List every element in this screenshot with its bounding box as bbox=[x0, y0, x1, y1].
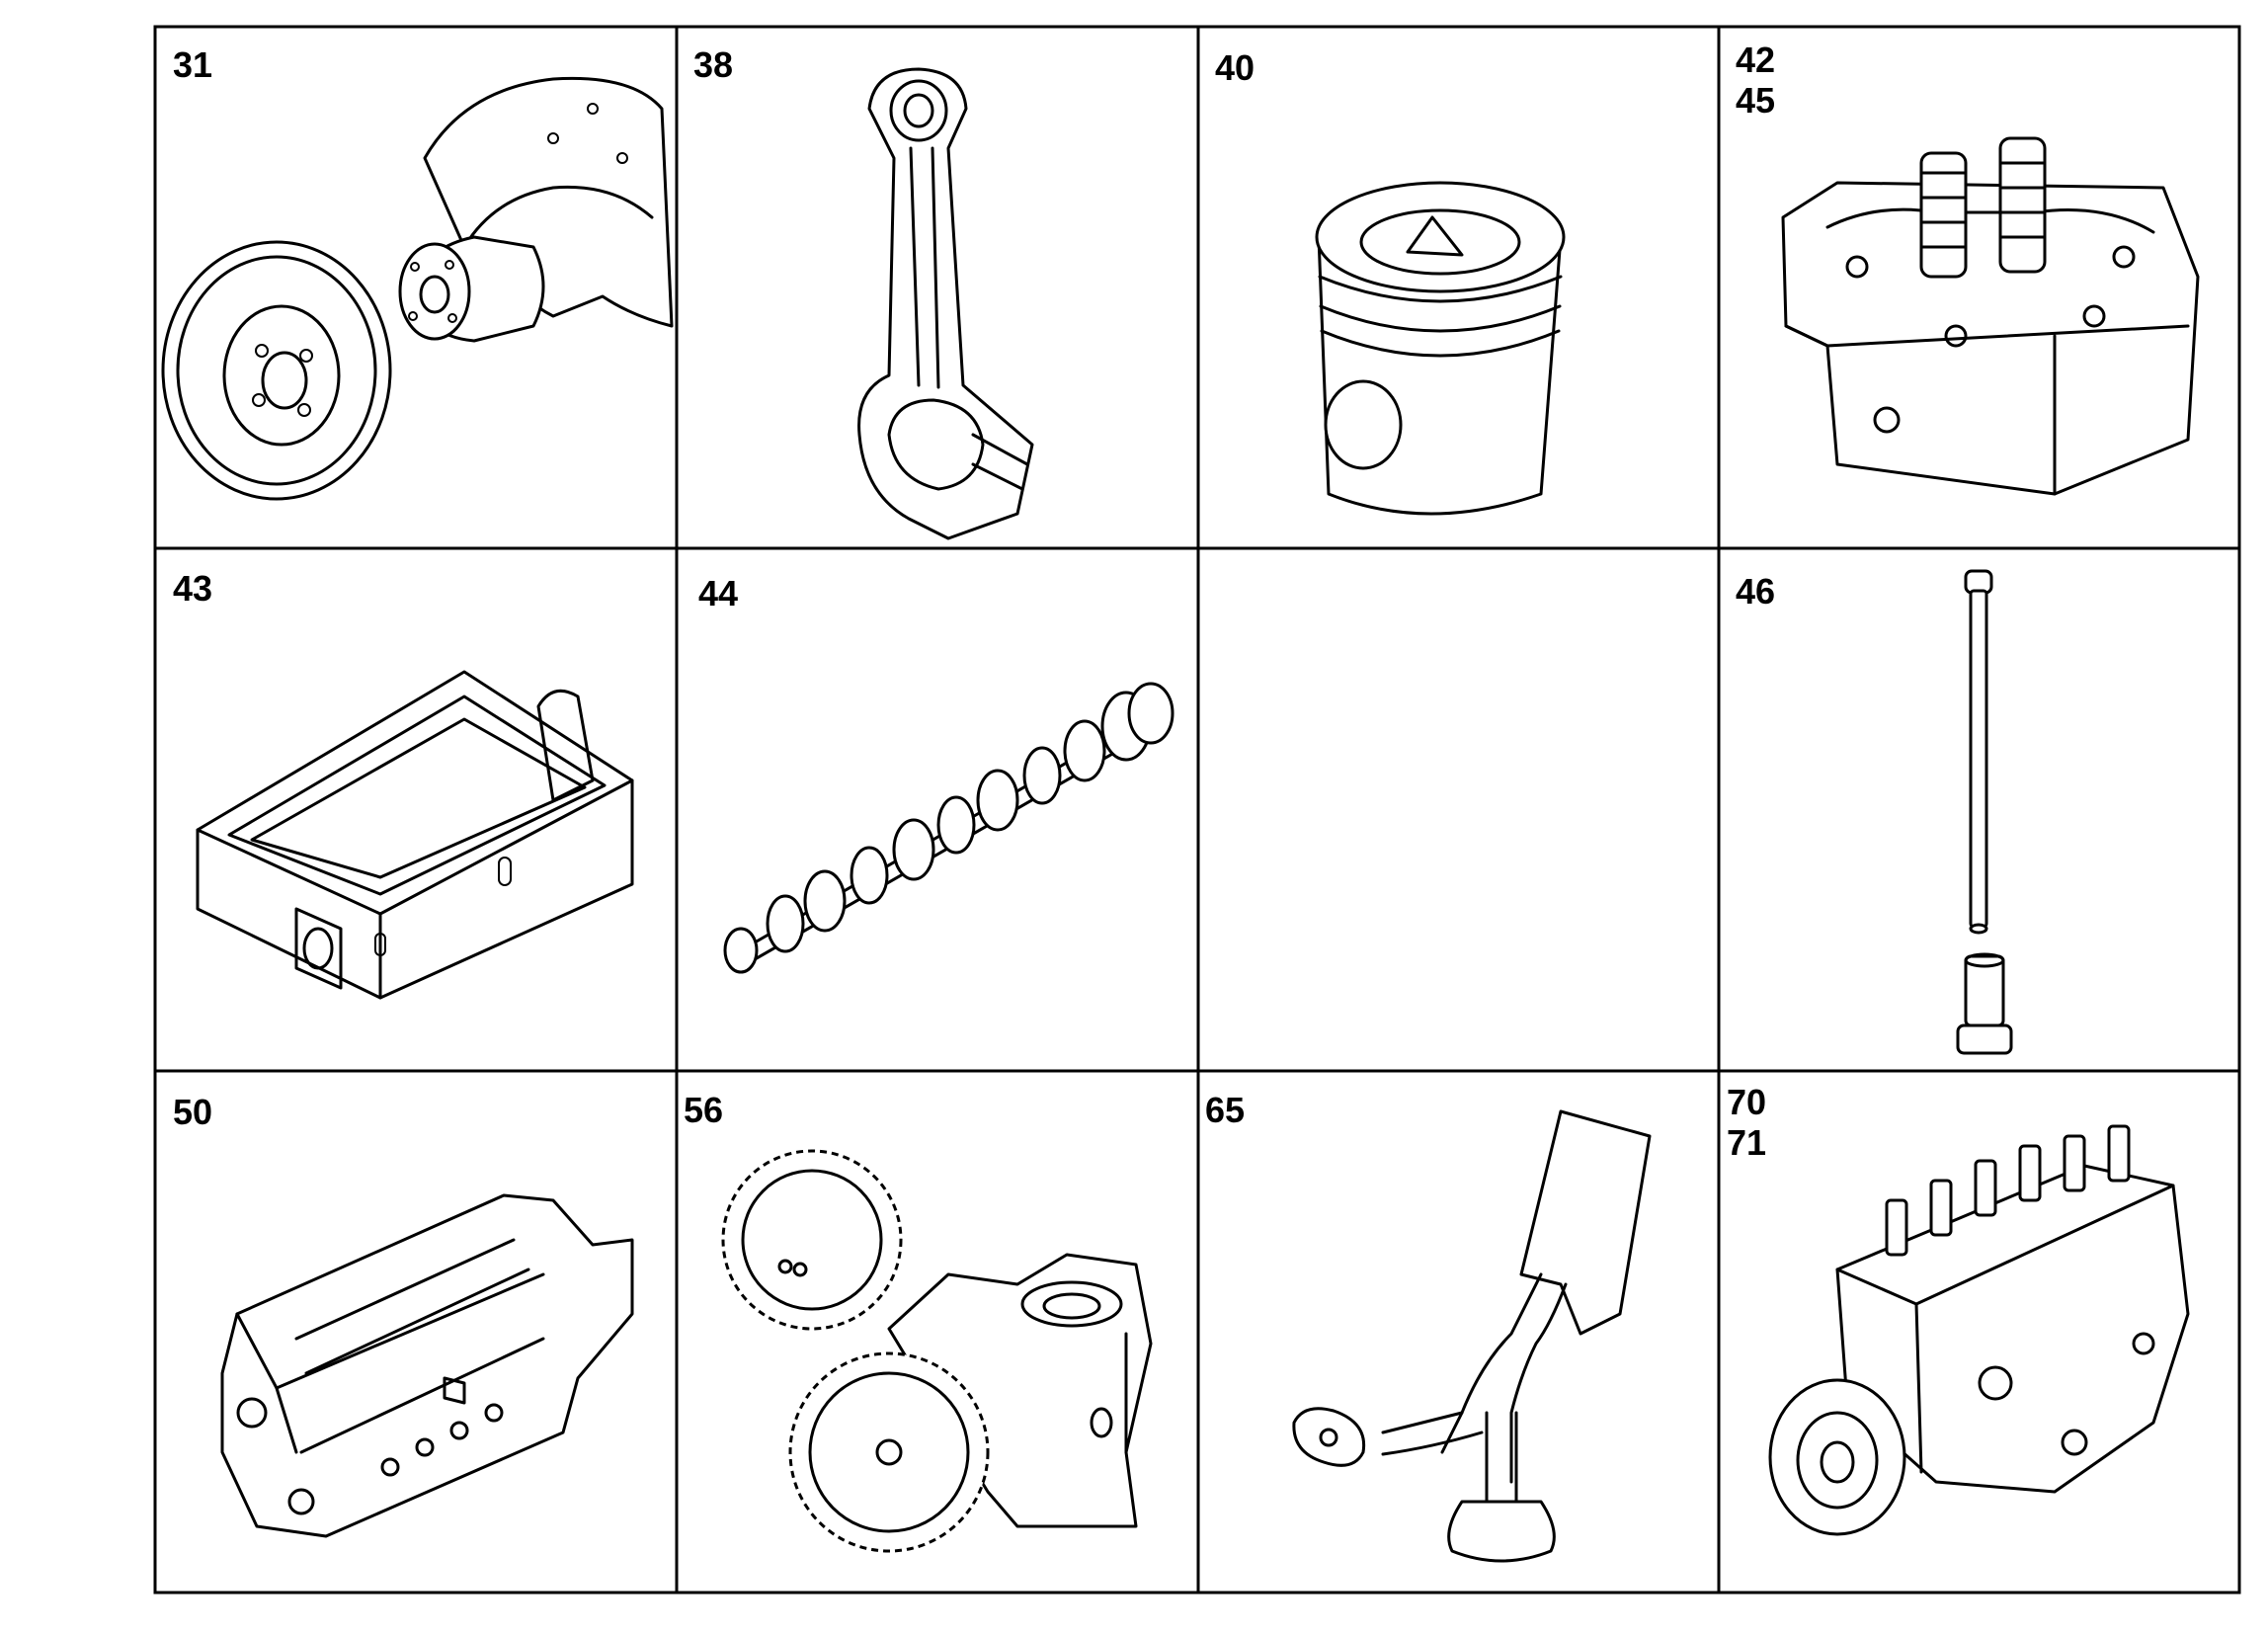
oil-cooler-illustration bbox=[220, 1193, 634, 1538]
part-number: 56 bbox=[684, 1090, 724, 1130]
injection-pump-illustration bbox=[1768, 1124, 2190, 1536]
cell-label-oil-cooler: 50 bbox=[173, 1092, 212, 1132]
part-number: 44 bbox=[698, 573, 739, 614]
push-rod-and-tappet-illustration bbox=[1956, 569, 2013, 1055]
cell-label-injection-pump: 70 71 bbox=[1727, 1082, 1766, 1164]
part-number: 46 bbox=[1736, 571, 1776, 612]
cell-label-crankshaft: 31 bbox=[173, 44, 212, 85]
cell-label-oil-suction-pipe: 65 bbox=[1205, 1090, 1245, 1130]
part-number: 50 bbox=[173, 1092, 213, 1132]
cell-label-push-rod: 46 bbox=[1736, 571, 1775, 612]
cell-label-connecting-rod: 38 bbox=[693, 44, 733, 85]
piston-illustration bbox=[1315, 181, 1566, 516]
part-number: 45 bbox=[1736, 80, 1776, 122]
oil-suction-pipe-illustration bbox=[1292, 1109, 1652, 1563]
cell-label-piston: 40 bbox=[1215, 47, 1255, 88]
cell-label-oil-pump: 56 bbox=[684, 1090, 723, 1130]
cell-label-cylinder-head: 42 45 bbox=[1736, 40, 1775, 122]
cell-label-camshaft: 44 bbox=[698, 573, 738, 614]
connecting-rod-illustration bbox=[857, 67, 1034, 540]
grid-lines bbox=[153, 25, 2241, 1595]
camshaft-illustration bbox=[723, 682, 1174, 974]
part-number: 65 bbox=[1205, 1090, 1246, 1130]
oil-sump-frame-illustration bbox=[196, 670, 634, 1000]
part-number: 42 bbox=[1736, 40, 1776, 80]
crankshaft-assembly-illustration bbox=[161, 76, 674, 501]
oil-pump-illustration bbox=[721, 1149, 1153, 1553]
part-number: 43 bbox=[173, 568, 213, 609]
part-number: 38 bbox=[693, 44, 734, 85]
part-number: 70 bbox=[1727, 1082, 1767, 1122]
cylinder-head-illustration bbox=[1781, 136, 2200, 496]
cell-label-oil-sump-frame: 43 bbox=[173, 568, 212, 609]
part-number: 40 bbox=[1215, 47, 1256, 88]
part-number: 71 bbox=[1727, 1122, 1767, 1164]
part-number: 31 bbox=[173, 44, 213, 85]
